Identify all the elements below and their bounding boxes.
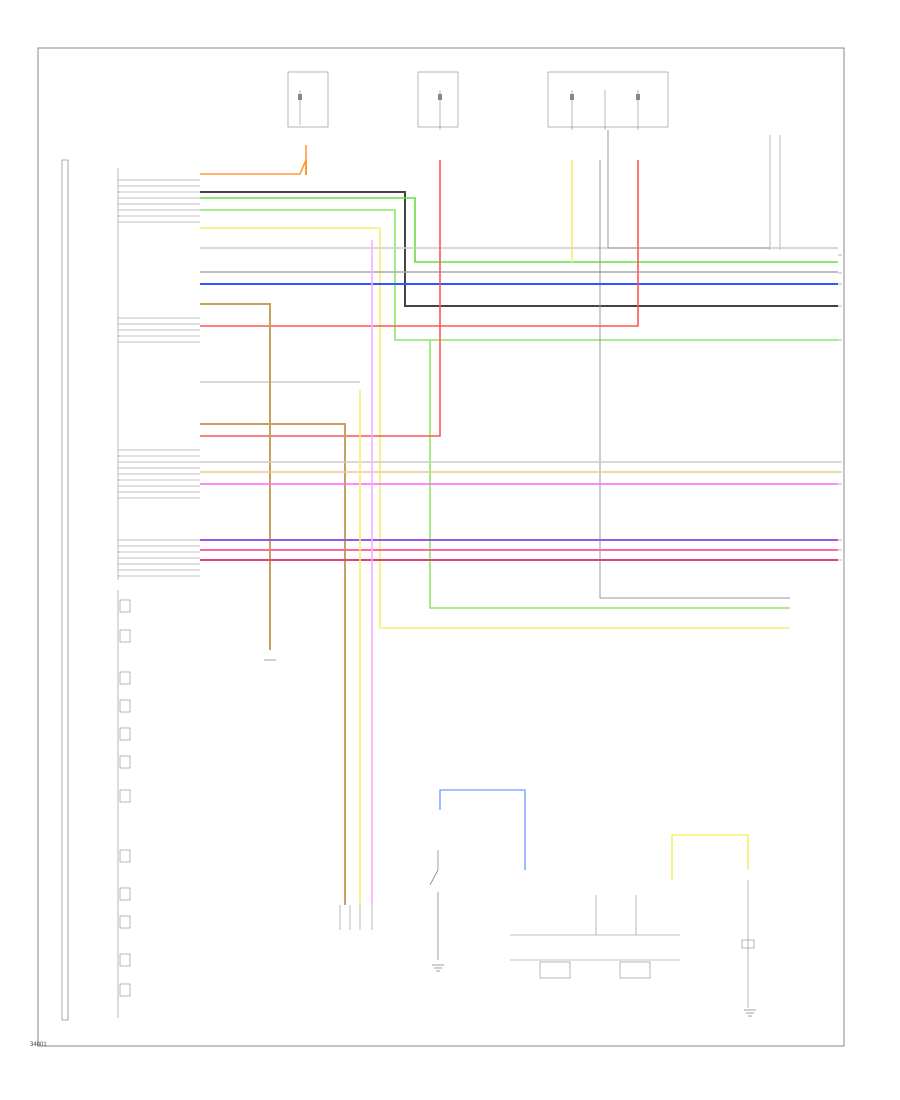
wire-yellow-4 [671, 834, 749, 880]
instrument-cluster [510, 895, 680, 979]
wire-green-3 [429, 340, 790, 609]
ground-icon [264, 659, 756, 1017]
fuse-block-2 [417, 71, 459, 130]
drive-train-control-module [61, 159, 69, 1021]
wire-green-2 [200, 209, 838, 341]
right-bottom-component [741, 880, 755, 1008]
fuse-icon [298, 94, 640, 100]
diagram-frame [37, 47, 845, 1047]
wires [200, 130, 838, 905]
wire-brown-2 [200, 423, 346, 905]
wire-grey-5 [607, 130, 770, 249]
right-module-top [769, 135, 781, 250]
fuse-block-3 [547, 71, 669, 130]
switch-icon [429, 850, 439, 960]
wire-yellow-1 [200, 227, 790, 629]
left-lamp-stack [117, 590, 131, 1018]
wire-black-1 [200, 191, 838, 307]
fuse-block-1 [287, 71, 329, 175]
module-pin-column [117, 168, 200, 580]
wire-ltblue [439, 789, 526, 870]
right-connector-column [838, 254, 842, 561]
figure-id: 34001 [30, 1042, 47, 1048]
wire-red-1 [200, 160, 639, 327]
wire-orange [200, 145, 307, 175]
wire-green-1 [200, 197, 838, 263]
wire-grey-4 [599, 160, 790, 599]
wire-brown-1 [200, 303, 271, 650]
wire-red-2 [200, 160, 441, 437]
transmission-connector [339, 905, 373, 930]
